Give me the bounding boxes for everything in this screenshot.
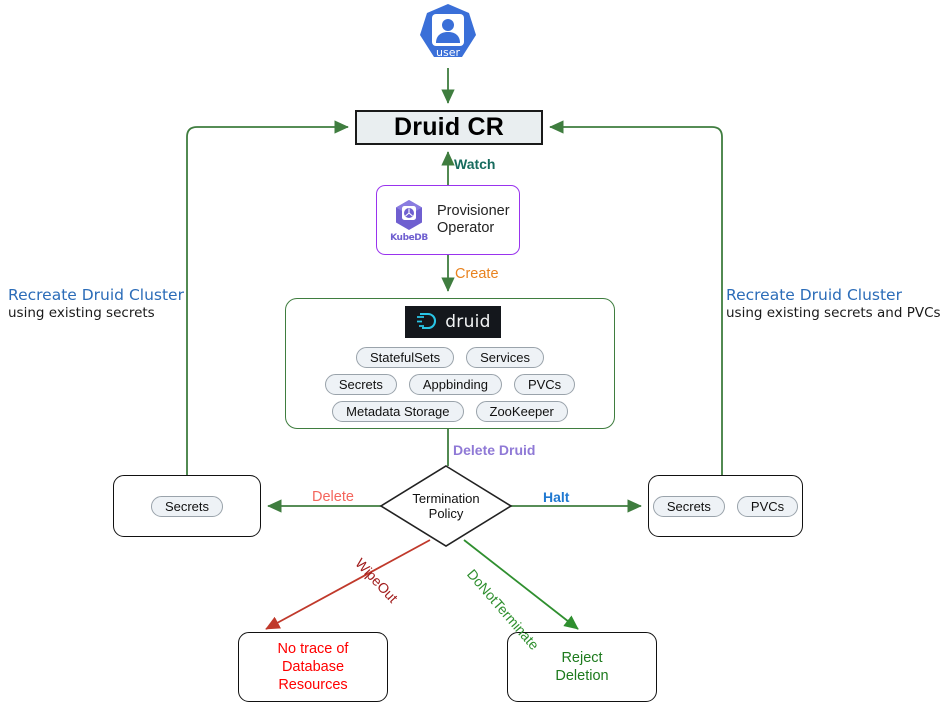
resource-pill: Secrets [652,495,725,517]
user-node: user [414,2,482,68]
cluster-row-0: StatefulSets Services [286,347,614,368]
cluster-row-1: Secrets Appbinding PVCs [286,374,614,395]
druid-logo: druid [405,306,501,338]
edge-label-do-not-terminate: DoNotTerminate [463,566,543,653]
druid-wordmark: druid [445,312,491,332]
annotation-left-line2: using existing secrets [8,305,155,321]
reject-line1: Reject [561,650,603,666]
druid-cr-node[interactable]: Druid CR [355,110,543,145]
wipeout-result-label: No trace of Database Resources [278,640,349,694]
edge-label-watch: Watch [454,156,496,172]
resource-pill: StatefulSets [356,347,455,368]
cluster-row-2: Metadata Storage ZooKeeper [286,401,614,422]
operator-label-line1: Provisioner [437,203,510,219]
wipeout-line1: No trace of [277,641,349,657]
provisioner-operator-node[interactable]: KubeDB Provisioner Operator [376,185,520,255]
wipeout-line2: Database [281,659,345,675]
resource-pill: ZooKeeper [475,401,568,422]
termination-policy-line2: Policy [428,506,464,521]
druid-mark-icon [417,312,437,330]
resource-pill: Appbinding [408,374,502,395]
edge-wipeout [265,539,431,630]
resource-pill: Metadata Storage [332,401,464,422]
resource-pill: Secrets [324,374,397,395]
reject-line2: Deletion [555,668,609,684]
reject-deletion-box: Reject Deletion [507,632,657,702]
resource-pill: PVCs [736,495,799,517]
user-label: user [436,46,460,59]
annotation-recreate-left: Recreate Druid Cluster using existing se… [8,286,184,322]
termination-policy-label: Termination Policy [381,465,511,547]
resource-pill: Services [466,347,544,368]
operator-label-line2: Operator [437,220,495,236]
druid-cluster-group: druid StatefulSets Services Secrets Appb… [285,298,615,429]
halt-result-box: Secrets PVCs [648,475,803,537]
kubedb-logo: KubeDB [381,198,437,243]
kubedb-cube-icon [396,199,422,230]
edge-label-delete: Delete [312,489,354,505]
termination-policy-node[interactable]: Termination Policy [381,465,511,547]
wipeout-line3: Resources [278,677,348,693]
wipeout-result-box: No trace of Database Resources [238,632,388,702]
resource-pill: PVCs [513,374,576,395]
druid-cr-label: Druid CR [394,113,504,141]
annotation-recreate-right: Recreate Druid Cluster using existing se… [726,286,941,322]
kubernetes-user-icon: user [420,4,476,59]
edge-label-halt: Halt [543,489,570,505]
operator-label: Provisioner Operator [437,203,510,237]
termination-policy-line1: Termination [412,491,480,506]
kubedb-wordmark: KubeDB [390,232,428,243]
resource-pill: Secrets [150,495,224,517]
edge-label-wipeout: WipeOut [352,555,402,606]
delete-result-box: Secrets [113,475,261,537]
annotation-right-line2: using existing secrets and PVCs [726,305,941,321]
edge-label-create: Create [455,266,499,282]
annotation-left-line1: Recreate Druid Cluster [8,286,184,304]
reject-deletion-label: Reject Deletion [555,649,608,685]
annotation-right-line1: Recreate Druid Cluster [726,286,902,304]
edge-label-delete-druid: Delete Druid [453,442,536,458]
